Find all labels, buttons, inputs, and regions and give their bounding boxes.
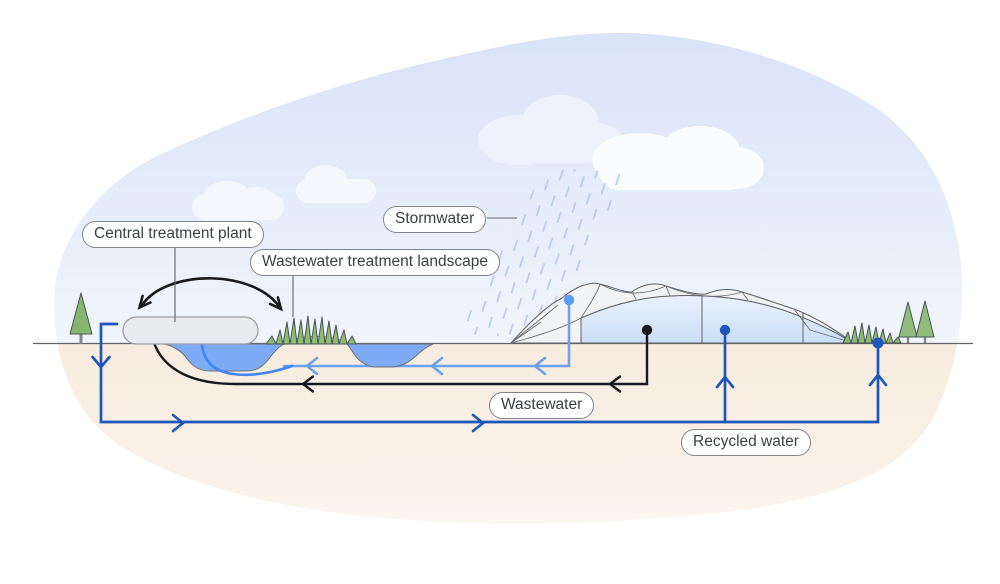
trees-right-icon bbox=[898, 300, 935, 343]
central-treatment-plant-icon bbox=[122, 316, 259, 345]
recycled-water-pipe bbox=[91, 322, 888, 433]
glass-mullions bbox=[580, 295, 804, 343]
wastewater-outlet-point bbox=[641, 324, 653, 336]
cloud-small-right-icon bbox=[296, 165, 376, 203]
underground bbox=[54, 343, 963, 524]
canopy-structure-lines bbox=[510, 283, 854, 344]
rain-icon bbox=[458, 168, 628, 338]
cloud-left-icon bbox=[478, 95, 624, 165]
label-wastewater: Wastewater bbox=[489, 392, 595, 419]
label-central-treatment-plant: Central treatment plant bbox=[82, 221, 264, 248]
treatment-pond-left bbox=[162, 343, 286, 372]
tree-left-icon bbox=[69, 292, 93, 344]
label-connectors bbox=[174, 217, 517, 322]
stormwater-collection-point bbox=[563, 294, 575, 306]
grass-right-icon bbox=[842, 322, 902, 344]
label-recycled-water: Recycled water bbox=[681, 429, 811, 456]
cloud-small-left-icon bbox=[192, 181, 284, 220]
recycled-water-landscape-point bbox=[872, 337, 884, 349]
plant-landscape-exchange-arc bbox=[137, 277, 283, 312]
treatment-pond-right bbox=[345, 343, 434, 368]
recycled-water-building-point bbox=[719, 324, 731, 336]
grass-landscape-icon bbox=[265, 315, 357, 345]
label-stormwater: Stormwater bbox=[383, 206, 487, 233]
label-wastewater-treatment-landscape: Wastewater treatment landscape bbox=[250, 249, 501, 276]
